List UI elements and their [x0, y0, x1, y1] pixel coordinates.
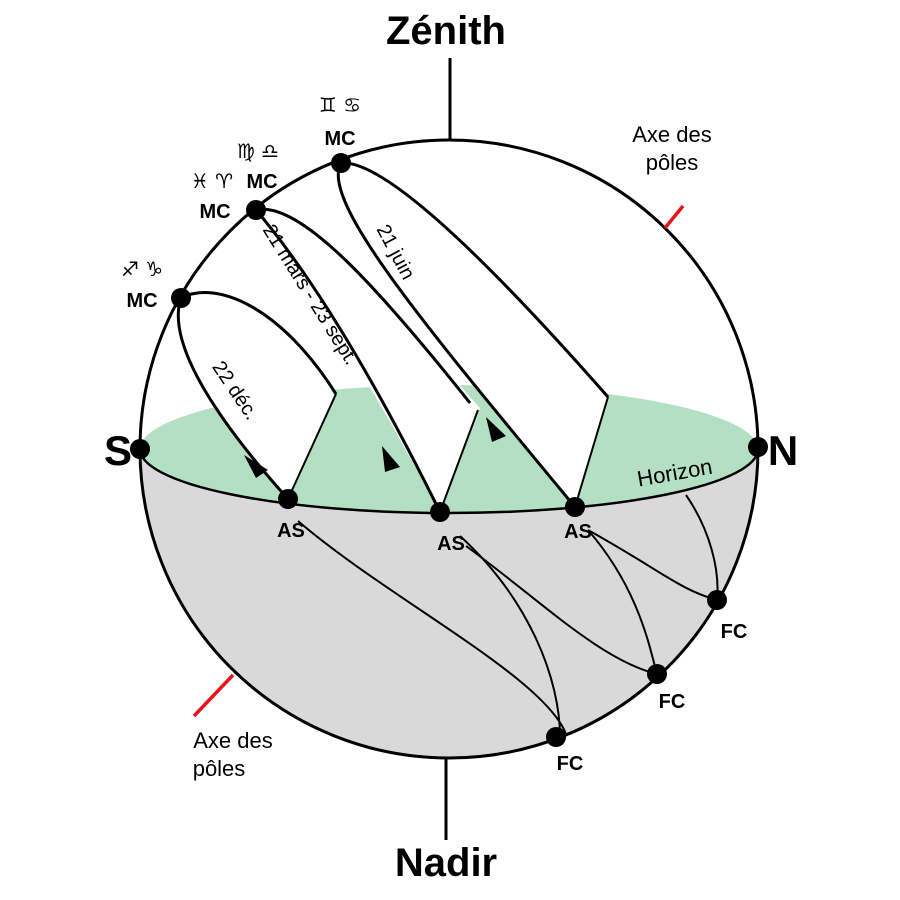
path-december-drop — [287, 393, 337, 500]
mc-label-equinox-b: MC — [199, 201, 230, 223]
point-north — [748, 437, 768, 457]
path-june-front — [336, 162, 577, 508]
point-as-june — [565, 497, 585, 517]
as-label-december: AS — [277, 520, 305, 542]
point-south — [130, 439, 150, 459]
mc-label-december: MC — [126, 290, 157, 312]
fc-label-3: FC — [557, 753, 584, 775]
arrow-june — [486, 417, 506, 442]
point-mc-december — [171, 288, 191, 308]
ribbon-december — [180, 291, 334, 499]
axis-label-bottom-line1: Axe des — [193, 728, 273, 753]
signs-pisces-aries: ♓ ♈ — [191, 169, 233, 193]
lower-path-4 — [587, 529, 658, 675]
axis-label-top-line1: Axe des — [632, 122, 712, 147]
point-fc-3 — [546, 727, 566, 747]
arrows — [244, 417, 506, 478]
fc-label-2: FC — [659, 691, 686, 713]
nadir-title: Nadir — [395, 841, 497, 885]
signs-gemini-cancer: ♊ ♋ — [319, 93, 361, 117]
axis-label-bottom-line2: pôles — [193, 756, 246, 781]
axis-label-top-line2: pôles — [646, 150, 699, 175]
pole-axis-top — [663, 204, 685, 230]
lower-hemisphere — [140, 449, 758, 758]
pole-axis-bottom — [192, 673, 235, 718]
path-equinox-front — [254, 209, 442, 513]
path-december-back — [180, 291, 338, 395]
south-label: S — [104, 427, 132, 474]
path-equinox-drop — [439, 409, 479, 513]
mc-label-june: MC — [324, 128, 355, 150]
as-label-june: AS — [564, 521, 592, 543]
signs-sagittarius-capricorn: ♐ ♑ — [121, 257, 163, 281]
lower-path-1 — [297, 520, 568, 738]
point-as-equinox — [430, 502, 450, 522]
fc-label-1: FC — [721, 621, 748, 643]
points — [130, 153, 768, 747]
path-equinox-back — [255, 207, 472, 404]
as-label-equinox: AS — [437, 533, 465, 555]
arrow-equinox — [382, 446, 400, 472]
point-mc-equinox — [246, 200, 266, 220]
ribbon-june — [339, 160, 608, 507]
signs-virgo-libra: ♍ ♎ — [237, 139, 279, 163]
point-as-december — [278, 489, 298, 509]
path-december-front — [176, 297, 290, 501]
point-fc-1 — [707, 590, 727, 610]
lower-paths — [297, 494, 719, 738]
path-june-drop — [574, 396, 609, 508]
north-label: N — [768, 427, 798, 474]
mc-label-equinox-a: MC — [246, 171, 277, 193]
diurnal-paths — [176, 161, 610, 513]
lower-path-5 — [587, 529, 718, 601]
ribbon-equinox — [256, 202, 480, 512]
lower-path-3 — [465, 545, 658, 675]
zenith-title: Zénith — [386, 9, 506, 53]
path-june-back — [340, 161, 610, 398]
ribbons — [180, 160, 608, 512]
point-mc-june — [331, 153, 351, 173]
point-fc-2 — [647, 664, 667, 684]
arrow-december — [244, 455, 268, 478]
